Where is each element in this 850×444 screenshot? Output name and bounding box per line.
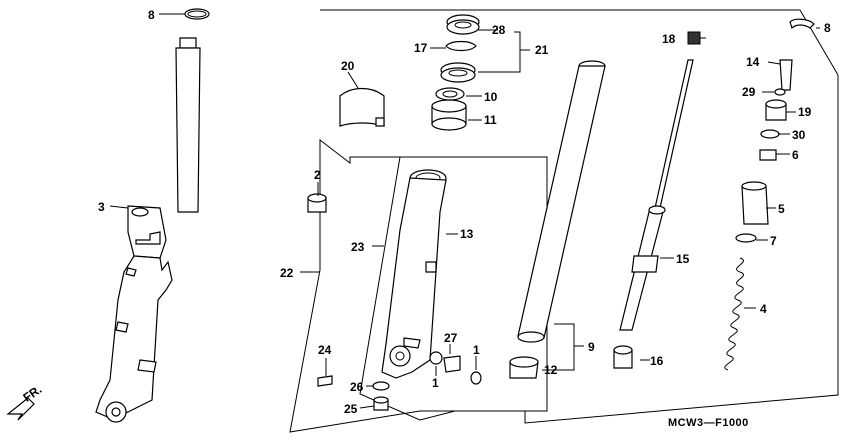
part-9-fork-tube bbox=[509, 60, 606, 379]
parts-24-25-26-fasteners bbox=[317, 375, 390, 411]
subassembly-frame bbox=[289, 9, 839, 433]
part-2-bushing bbox=[307, 193, 327, 213]
label-1-right: 1 bbox=[473, 343, 480, 357]
label-2: 2 bbox=[314, 168, 321, 182]
label-28: 28 bbox=[492, 23, 506, 37]
label-30: 30 bbox=[792, 128, 806, 142]
label-20: 20 bbox=[341, 59, 355, 73]
label-12: 12 bbox=[544, 363, 558, 377]
leader-lines bbox=[109, 13, 820, 409]
label-10: 10 bbox=[484, 90, 498, 104]
right-column-parts bbox=[735, 18, 815, 243]
label-16: 16 bbox=[650, 354, 664, 368]
label-14: 14 bbox=[746, 55, 760, 69]
label-9: 9 bbox=[588, 340, 595, 354]
label-3: 3 bbox=[98, 200, 105, 214]
label-7: 7 bbox=[770, 234, 777, 248]
label-8-left: 8 bbox=[148, 8, 155, 22]
part-4-fork-spring bbox=[724, 257, 744, 371]
front-direction-arrow: FR. bbox=[6, 382, 44, 421]
part-15-damper-rod bbox=[613, 59, 694, 369]
part-18-nut bbox=[687, 31, 701, 45]
label-8-right: 8 bbox=[824, 21, 831, 35]
assembled-fork bbox=[95, 37, 201, 423]
label-29: 29 bbox=[742, 85, 756, 99]
label-23: 23 bbox=[351, 240, 365, 254]
label-4: 4 bbox=[760, 302, 767, 316]
part-8-circlip-left bbox=[184, 8, 210, 20]
part-number-labels: 8 3 28 17 21 10 11 20 2 13 23 22 9 12 16… bbox=[98, 8, 831, 416]
label-11: 11 bbox=[484, 113, 497, 127]
label-26: 26 bbox=[350, 380, 364, 394]
label-27: 27 bbox=[444, 331, 458, 345]
label-21: 21 bbox=[535, 43, 549, 57]
label-15: 15 bbox=[676, 252, 690, 266]
label-6: 6 bbox=[792, 148, 799, 162]
label-24: 24 bbox=[318, 343, 332, 357]
label-13: 13 bbox=[460, 227, 474, 241]
label-17: 17 bbox=[414, 41, 428, 55]
label-19: 19 bbox=[798, 105, 812, 119]
steering-bearing-stack bbox=[431, 14, 480, 131]
label-25: 25 bbox=[344, 402, 358, 416]
label-22: 22 bbox=[280, 266, 294, 280]
label-1-center: 1 bbox=[432, 376, 439, 390]
part-13-slider bbox=[381, 169, 447, 379]
label-5: 5 bbox=[778, 202, 785, 216]
part-20-fork-cover bbox=[339, 87, 385, 127]
label-18: 18 bbox=[662, 32, 676, 46]
parts-1-27-bolts bbox=[429, 351, 482, 385]
diagram-code: MCW3—F1000 bbox=[668, 417, 749, 429]
inner-frame bbox=[350, 156, 548, 421]
